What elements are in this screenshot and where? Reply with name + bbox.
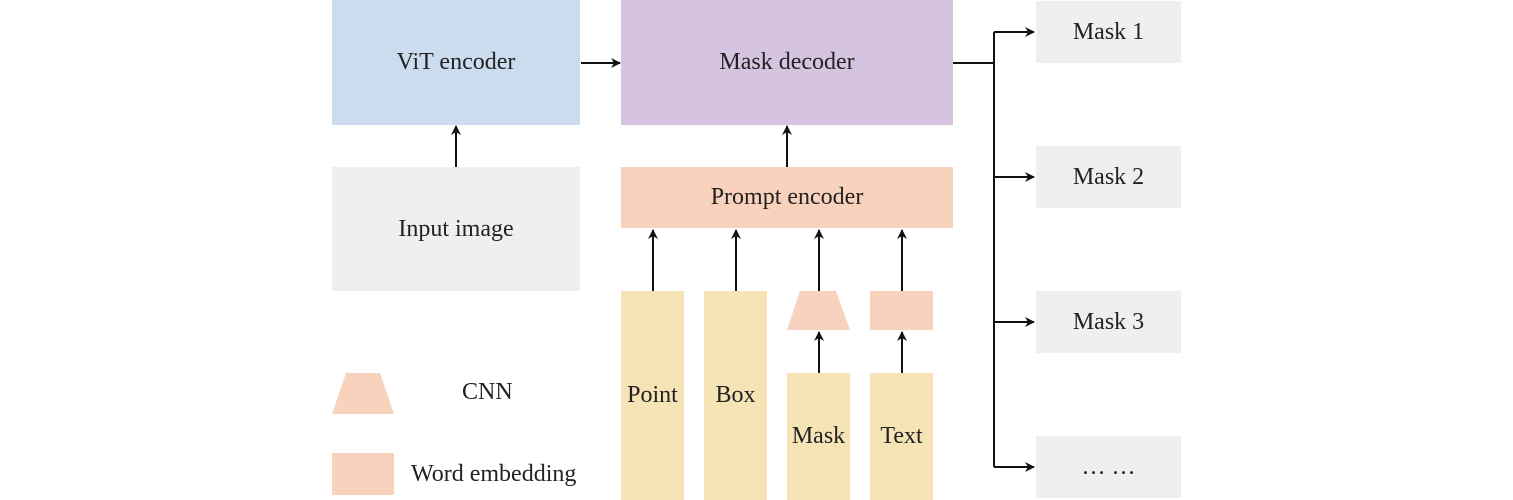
vit-encoder-label: ViT encoder	[396, 49, 516, 75]
mask-prompt-box: Mask	[787, 373, 850, 500]
cnn-trapezoid	[787, 291, 850, 330]
mask-decoder-label: Mask decoder	[719, 49, 855, 75]
vit-encoder-box: ViT encoder	[332, 0, 580, 125]
mask-prompt-label: Mask	[791, 423, 846, 449]
mask-decoder-box: Mask decoder	[621, 0, 953, 125]
output-mask-2: Mask 2	[1036, 146, 1181, 208]
text-prompt-box: Text	[870, 373, 933, 500]
point-prompt-label: Point	[627, 382, 678, 408]
output-mask-more: … …	[1036, 436, 1181, 498]
legend-word-embedding-label: Word embedding	[411, 461, 577, 487]
output-mask-3-label: Mask 3	[1072, 308, 1145, 335]
output-mask-1-label: Mask 1	[1072, 18, 1145, 45]
point-prompt-box: Point	[621, 291, 684, 500]
legend-cnn-trapezoid	[332, 373, 394, 414]
prompt-encoder-box: Prompt encoder	[621, 167, 953, 228]
output-mask-1: Mask 1	[1036, 1, 1181, 63]
text-prompt-label: Text	[880, 423, 923, 449]
box-prompt-box: Box	[704, 291, 767, 500]
output-mask-more-label: … …	[1081, 453, 1136, 480]
word-embedding-block	[870, 291, 933, 330]
box-prompt-label: Box	[715, 382, 756, 408]
prompt-encoder-label: Prompt encoder	[710, 184, 864, 210]
legend-cnn-label: CNN	[462, 379, 513, 405]
output-mask-2-label: Mask 2	[1072, 163, 1145, 190]
input-image-box: Input image	[332, 167, 580, 291]
output-mask-3: Mask 3	[1036, 291, 1181, 353]
input-image-label: Input image	[398, 215, 514, 242]
legend-word-embedding-swatch	[332, 453, 394, 495]
